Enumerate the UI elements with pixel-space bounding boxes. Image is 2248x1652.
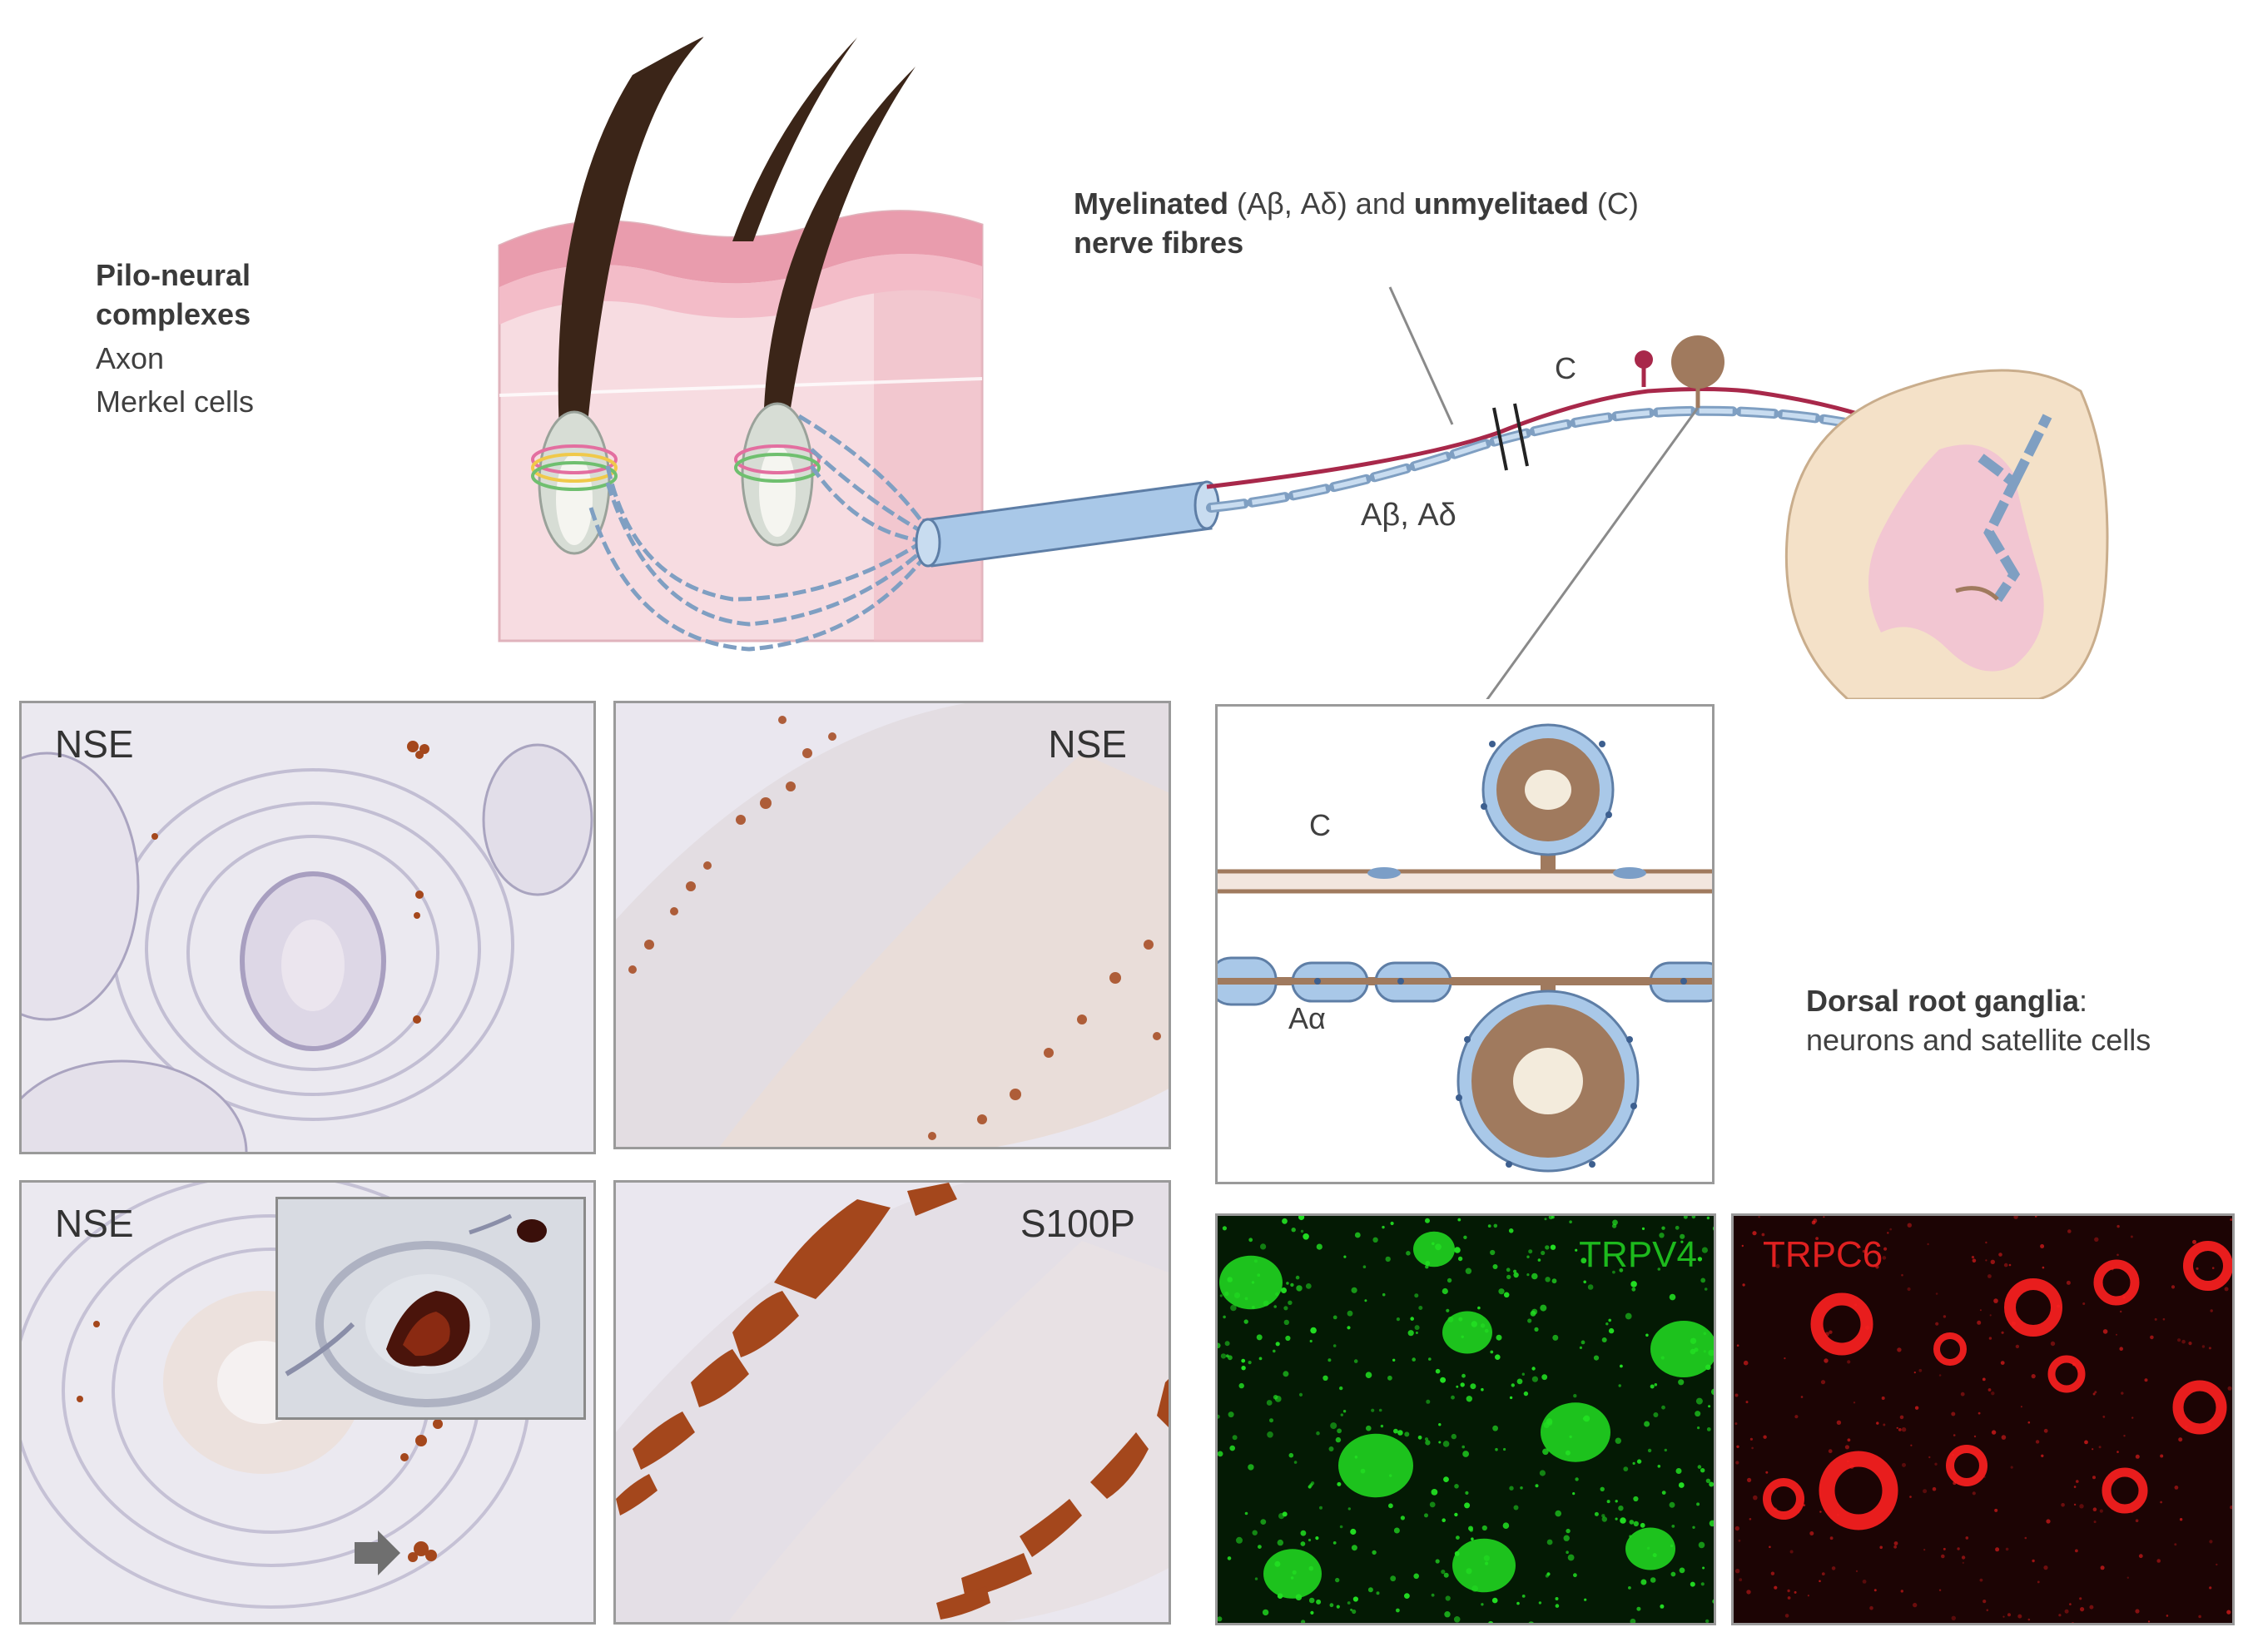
fibre-break-marks: [1492, 403, 1529, 471]
histology-panel-nse-1: NSE: [19, 701, 596, 1154]
drg-detail-diagram: C Aα: [1215, 704, 1715, 1184]
drg-detail-svg: [1218, 723, 1712, 1173]
follicle-nerve-fibres: [588, 414, 926, 652]
panel-4-stain-label: S100P: [1020, 1202, 1135, 1245]
drg-colon: :: [2079, 984, 2088, 1018]
panel-4-tissue: [616, 1183, 1169, 1622]
panel-1-stain-label: NSE: [55, 722, 134, 766]
panel-2-stain-label: NSE: [1048, 722, 1127, 766]
drg-subtitle: neurons and satellite cells: [1806, 1022, 2151, 1057]
drg-label: Dorsal root ganglia: neurons and satelli…: [1806, 982, 2151, 1060]
c-fibre-axon: [1206, 387, 1958, 489]
leader-line-ganglion: [1486, 407, 1700, 699]
panel-2-tissue: [616, 703, 1169, 1147]
panel-3-inset: [275, 1197, 586, 1420]
pilo-neural-label: Pilo-neural complexes Axon Merkel cells: [96, 256, 287, 422]
hair-follicles: [531, 402, 821, 555]
hair-shafts: [558, 37, 916, 434]
fibres-label: Myelinated (Aβ, Aδ) and unmyelitaed (C) …: [1074, 185, 1639, 263]
fibre-greek-2: (C): [1588, 186, 1639, 221]
unmyelinated-word: unmyelitaed: [1413, 186, 1589, 221]
fluorescence-panel-green: TRPV4: [1215, 1213, 1716, 1625]
fluorescence-panel-red: TRPC6: [1731, 1213, 2235, 1625]
histology-panel-s100p: S100P: [613, 1180, 1171, 1625]
myelinated-word: Myelinated: [1074, 186, 1229, 221]
leader-line-fibres: [1388, 286, 1454, 425]
pilo-axon: Axon: [96, 340, 165, 375]
arrow-icon: [355, 1530, 400, 1575]
panel-3-stain-label: NSE: [55, 1202, 134, 1245]
pilo-merkel: Merkel cells: [96, 384, 255, 419]
skin-block: [498, 210, 984, 642]
detail-c-label: C: [1309, 808, 1331, 842]
spinal-cord: [1784, 369, 2109, 699]
histology-panel-nse-2: NSE: [613, 701, 1171, 1149]
c-fibre-label: C: [1555, 351, 1576, 385]
inset-tissue: [278, 1199, 583, 1417]
a-fibre-label: Aβ, Aδ: [1361, 498, 1456, 533]
dorsal-root-ganglion: [1635, 335, 1724, 408]
pilo-neural-title: Pilo-neural complexes: [96, 258, 251, 331]
nerve-schematic: [498, 37, 2109, 699]
green-panel-label: TRPV4: [1579, 1234, 1697, 1275]
histology-panel-nse-3: NSE: [19, 1180, 596, 1625]
red-cells: [1734, 1216, 2232, 1623]
panel-1-tissue: [22, 703, 593, 1152]
detail-aa-label: Aα: [1288, 1001, 1326, 1035]
fibre-greek-1: (Aβ, Aδ) and: [1228, 186, 1414, 221]
drg-title: Dorsal root ganglia: [1806, 984, 2080, 1018]
green-cells: [1218, 1216, 1714, 1623]
red-panel-label: TRPC6: [1763, 1234, 1883, 1275]
nerve-fibres-word: nerve fibres: [1074, 225, 1244, 260]
